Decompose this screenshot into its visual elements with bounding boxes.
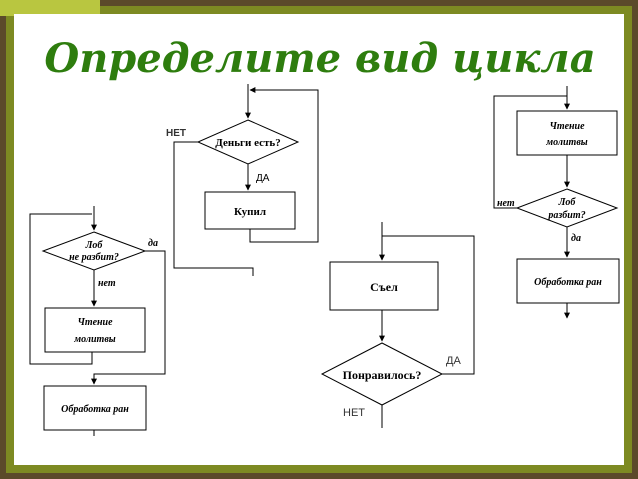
- fc3-yes-label: ДА: [446, 355, 461, 367]
- fc3-condition-text: Понравилось?: [343, 368, 422, 382]
- fc2-result-text: Обработка ран: [61, 404, 129, 415]
- fc4-condition-line2: разбит?: [547, 210, 585, 221]
- fc2-loop-back: [29, 213, 93, 365]
- fc4-action-line1: Чтение: [549, 121, 585, 132]
- flowchart-4: [493, 86, 620, 319]
- flowchart-2: [29, 206, 166, 436]
- fc3-no-label: НЕТ: [343, 407, 365, 419]
- fc2-no-exit: [91, 250, 166, 385]
- flowchart-1: [173, 84, 319, 276]
- fc4-loop-back: [493, 95, 567, 209]
- fc2-action-box: [44, 307, 146, 353]
- fc4-yes-label: да: [571, 233, 581, 244]
- fc1-no-label: НЕТ: [166, 128, 186, 139]
- fc2-condition-line2: не разбит?: [69, 252, 119, 263]
- fc4-no-label: нет: [497, 198, 515, 209]
- flowchart-3: [320, 222, 475, 428]
- fc3-action-text: Съел: [370, 280, 398, 294]
- fc2-result-box: [43, 385, 147, 431]
- fc1-action-text: Купил: [234, 206, 266, 218]
- fc1-loop-back: [249, 87, 319, 243]
- fc2-condition-line1: Лоб: [85, 240, 104, 251]
- fc2-action-line2: молитвы: [73, 334, 116, 345]
- fc2-action-line1: Чтение: [77, 317, 113, 328]
- page-title: Определите вид цикла: [44, 35, 595, 82]
- fc3-loop-back: [382, 235, 475, 375]
- fc1-no-exit: [173, 141, 254, 276]
- fc2-yes-label: да: [148, 238, 158, 249]
- fc4-condition-line1: Лоб: [558, 197, 577, 208]
- fc1-action-box: [204, 191, 296, 230]
- frame-top-highlight: [0, 0, 100, 16]
- fc4-action-line2: молитвы: [545, 137, 588, 148]
- fc2-no-label: нет: [98, 278, 116, 289]
- fc1-yes-label: ДА: [256, 173, 270, 184]
- fc4-action-box: [516, 110, 618, 156]
- fc3-action-box: [329, 261, 439, 311]
- fc4-result-box: [516, 258, 620, 304]
- fc1-condition-text: Деньги есть?: [215, 137, 280, 149]
- fc4-result-text: Обработка ран: [534, 277, 602, 288]
